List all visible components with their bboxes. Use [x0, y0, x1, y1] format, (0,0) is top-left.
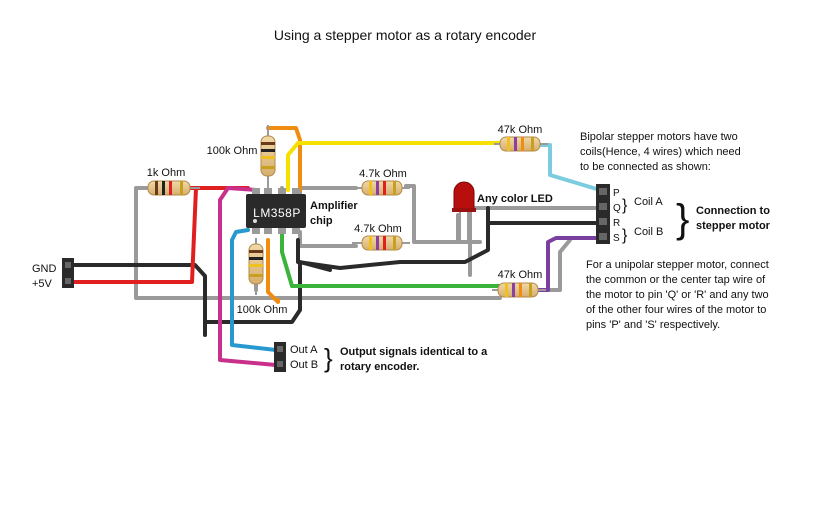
resistor-47k-top-label: 47k Ohm — [498, 124, 543, 136]
wire-green — [280, 230, 502, 288]
pin-s-label: S — [613, 233, 620, 244]
wire-gray-4k7-right — [404, 184, 482, 244]
resistor-100k-bottom — [248, 238, 264, 295]
chip-caption-line1: Amplifier — [310, 200, 358, 212]
svg-text:to be connected as shown:: to be connected as shown: — [580, 161, 711, 173]
led-label: Any color LED — [477, 193, 553, 205]
out-a-label: Out A — [290, 344, 318, 356]
output-brace: } — [324, 343, 333, 373]
out-b-label: Out B — [290, 359, 318, 371]
svg-text:Bipolar stepper motors have tw: Bipolar stepper motors have two — [580, 131, 738, 143]
wire-blue — [230, 228, 278, 352]
gnd-label: GND — [32, 263, 57, 275]
resistor-100k-top — [260, 125, 276, 192]
power-connector — [62, 258, 74, 288]
resistor-4k7-top-label: 4.7k Ohm — [359, 168, 407, 180]
wire-orange — [266, 126, 302, 192]
resistor-100k-top-label: 100k Ohm — [207, 145, 258, 157]
coil-a-label: Coil A — [634, 196, 663, 208]
svg-text:the common or the center tap w: the common or the center tap wire of — [586, 274, 766, 286]
wires — [70, 126, 602, 367]
resistor-4k7-bottom — [352, 235, 410, 251]
wire-magenta — [218, 186, 278, 367]
resistor-1k — [138, 180, 200, 196]
coil-b-label: Coil B — [634, 226, 663, 238]
connection-brace: } — [676, 197, 689, 241]
diagram-title: Using a stepper motor as a rotary encode… — [274, 27, 537, 43]
motor-connector — [596, 184, 610, 244]
svg-text:coils(Hence, 4 wires) which ne: coils(Hence, 4 wires) which need — [580, 146, 741, 158]
chip-label: LM358P — [253, 206, 301, 220]
chip-caption-line2: chip — [310, 215, 333, 227]
pin-q-label: Q — [613, 203, 621, 214]
output-note-line1: Output signals identical to a — [340, 346, 488, 358]
coil-b-brace: } — [622, 227, 628, 244]
svg-text:the motor to pin 'Q' or 'R' an: the motor to pin 'Q' or 'R' and any two — [586, 289, 769, 301]
led — [452, 181, 476, 242]
wire-orange-bottom — [266, 238, 280, 304]
lm358p-chip — [246, 188, 306, 234]
resistor-47k-bottom-label: 47k Ohm — [498, 269, 543, 281]
resistor-47k-top — [494, 136, 548, 152]
unipolar-note: For a unipolar stepper motor, connect th… — [586, 259, 769, 331]
resistor-4k7-top — [352, 180, 410, 196]
pin-r-label: R — [613, 218, 620, 229]
vcc-label: +5V — [32, 278, 53, 290]
output-note-line2: rotary encoder. — [340, 361, 419, 373]
wire-gray-bottom-47k — [536, 238, 572, 292]
resistor-100k-bottom-label: 100k Ohm — [237, 304, 288, 316]
resistor-4k7-bottom-label: 4.7k Ohm — [354, 223, 402, 235]
wire-black-chip-bottom — [296, 206, 490, 270]
pin-p-label: P — [613, 188, 620, 199]
bipolar-note: Bipolar stepper motors have two coils(He… — [580, 131, 741, 173]
connection-line2: stepper motor — [696, 220, 771, 232]
resistor-47k-bottom — [492, 282, 546, 298]
svg-text:For a unipolar stepper motor,: For a unipolar stepper motor, connect — [586, 259, 769, 271]
output-connector — [274, 342, 286, 372]
wire-red-vcc — [70, 186, 250, 284]
wire-black-gnd — [70, 260, 332, 324]
connection-line1: Connection to — [696, 205, 770, 217]
wire-gray-chip-right-bottom — [298, 230, 358, 248]
svg-text:of the other four wires of the: of the other four wires of the motor to — [586, 304, 766, 316]
coil-a-brace: } — [622, 197, 628, 214]
resistor-1k-label: 1k Ohm — [147, 167, 186, 179]
svg-text:pins 'P' and 'S' respectively.: pins 'P' and 'S' respectively. — [586, 319, 720, 331]
wire-yellow — [286, 141, 504, 192]
